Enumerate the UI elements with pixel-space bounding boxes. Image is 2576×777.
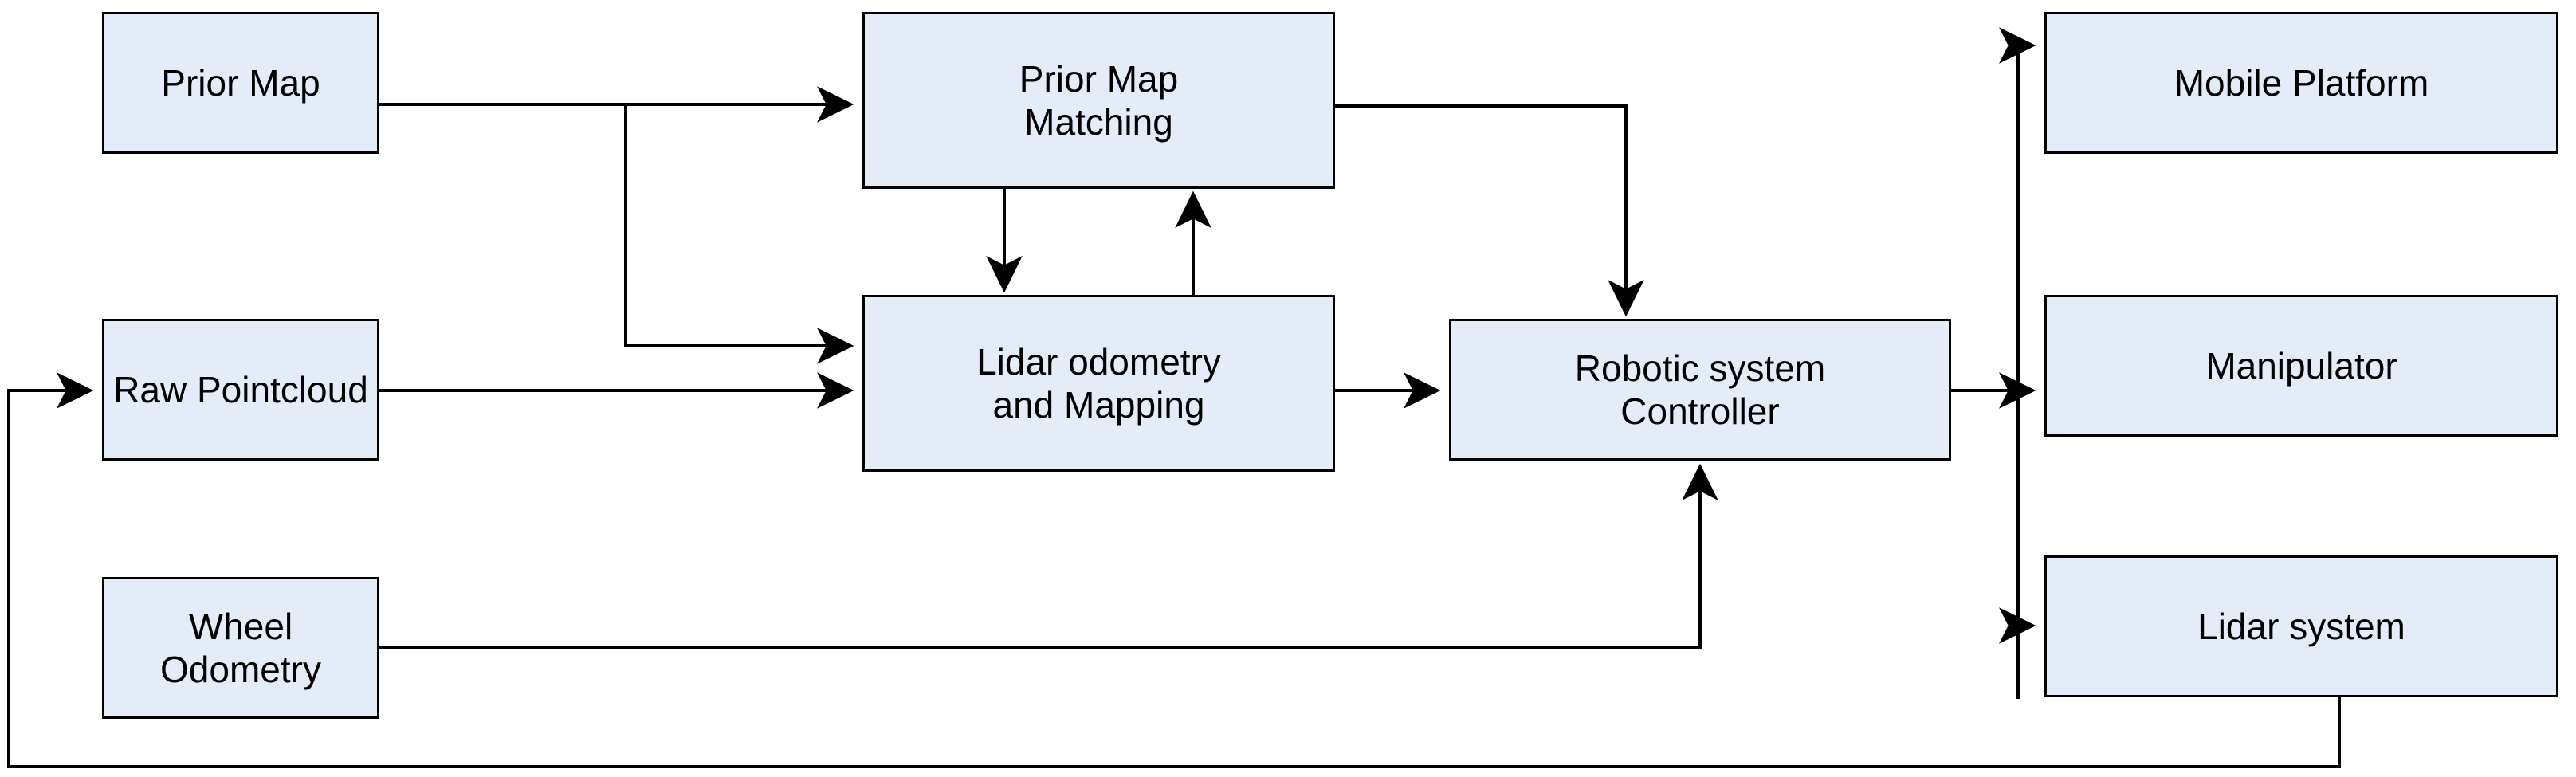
node-raw-pointcloud[interactable]: Raw Pointcloud — [102, 319, 379, 461]
node-robotic-system-controller[interactable]: Robotic system Controller — [1449, 319, 1951, 461]
node-prior-map-label: Prior Map — [161, 61, 320, 104]
node-lidar-odometry-and-mapping-label: Lidar odometry and Mapping — [976, 340, 1221, 426]
node-prior-map[interactable]: Prior Map — [102, 12, 379, 154]
node-lidar-system-label: Lidar system — [2197, 605, 2405, 647]
node-prior-map-matching-label: Prior Map Matching — [1019, 57, 1179, 143]
node-wheel-odometry-label: Wheel Odometry — [160, 605, 321, 690]
node-manipulator[interactable]: Manipulator — [2044, 295, 2558, 437]
node-robotic-system-controller-label: Robotic system Controller — [1574, 347, 1826, 432]
edge-prior-map-matching-to-controller — [1335, 104, 1644, 317]
edge-prior-map-to-lidar-odometry — [624, 104, 854, 364]
node-lidar-system[interactable]: Lidar system — [2044, 555, 2558, 697]
node-mobile-platform-label: Mobile Platform — [2174, 61, 2429, 104]
node-lidar-odometry-and-mapping[interactable]: Lidar odometry and Mapping — [862, 295, 1335, 472]
node-manipulator-label: Manipulator — [2205, 344, 2397, 387]
node-raw-pointcloud-label: Raw Pointcloud — [113, 368, 368, 410]
node-wheel-odometry[interactable]: Wheel Odometry — [102, 577, 379, 719]
edge-wheel-odometry-to-controller — [379, 463, 1718, 649]
node-mobile-platform[interactable]: Mobile Platform — [2044, 12, 2558, 154]
node-prior-map-matching[interactable]: Prior Map Matching — [862, 12, 1335, 189]
